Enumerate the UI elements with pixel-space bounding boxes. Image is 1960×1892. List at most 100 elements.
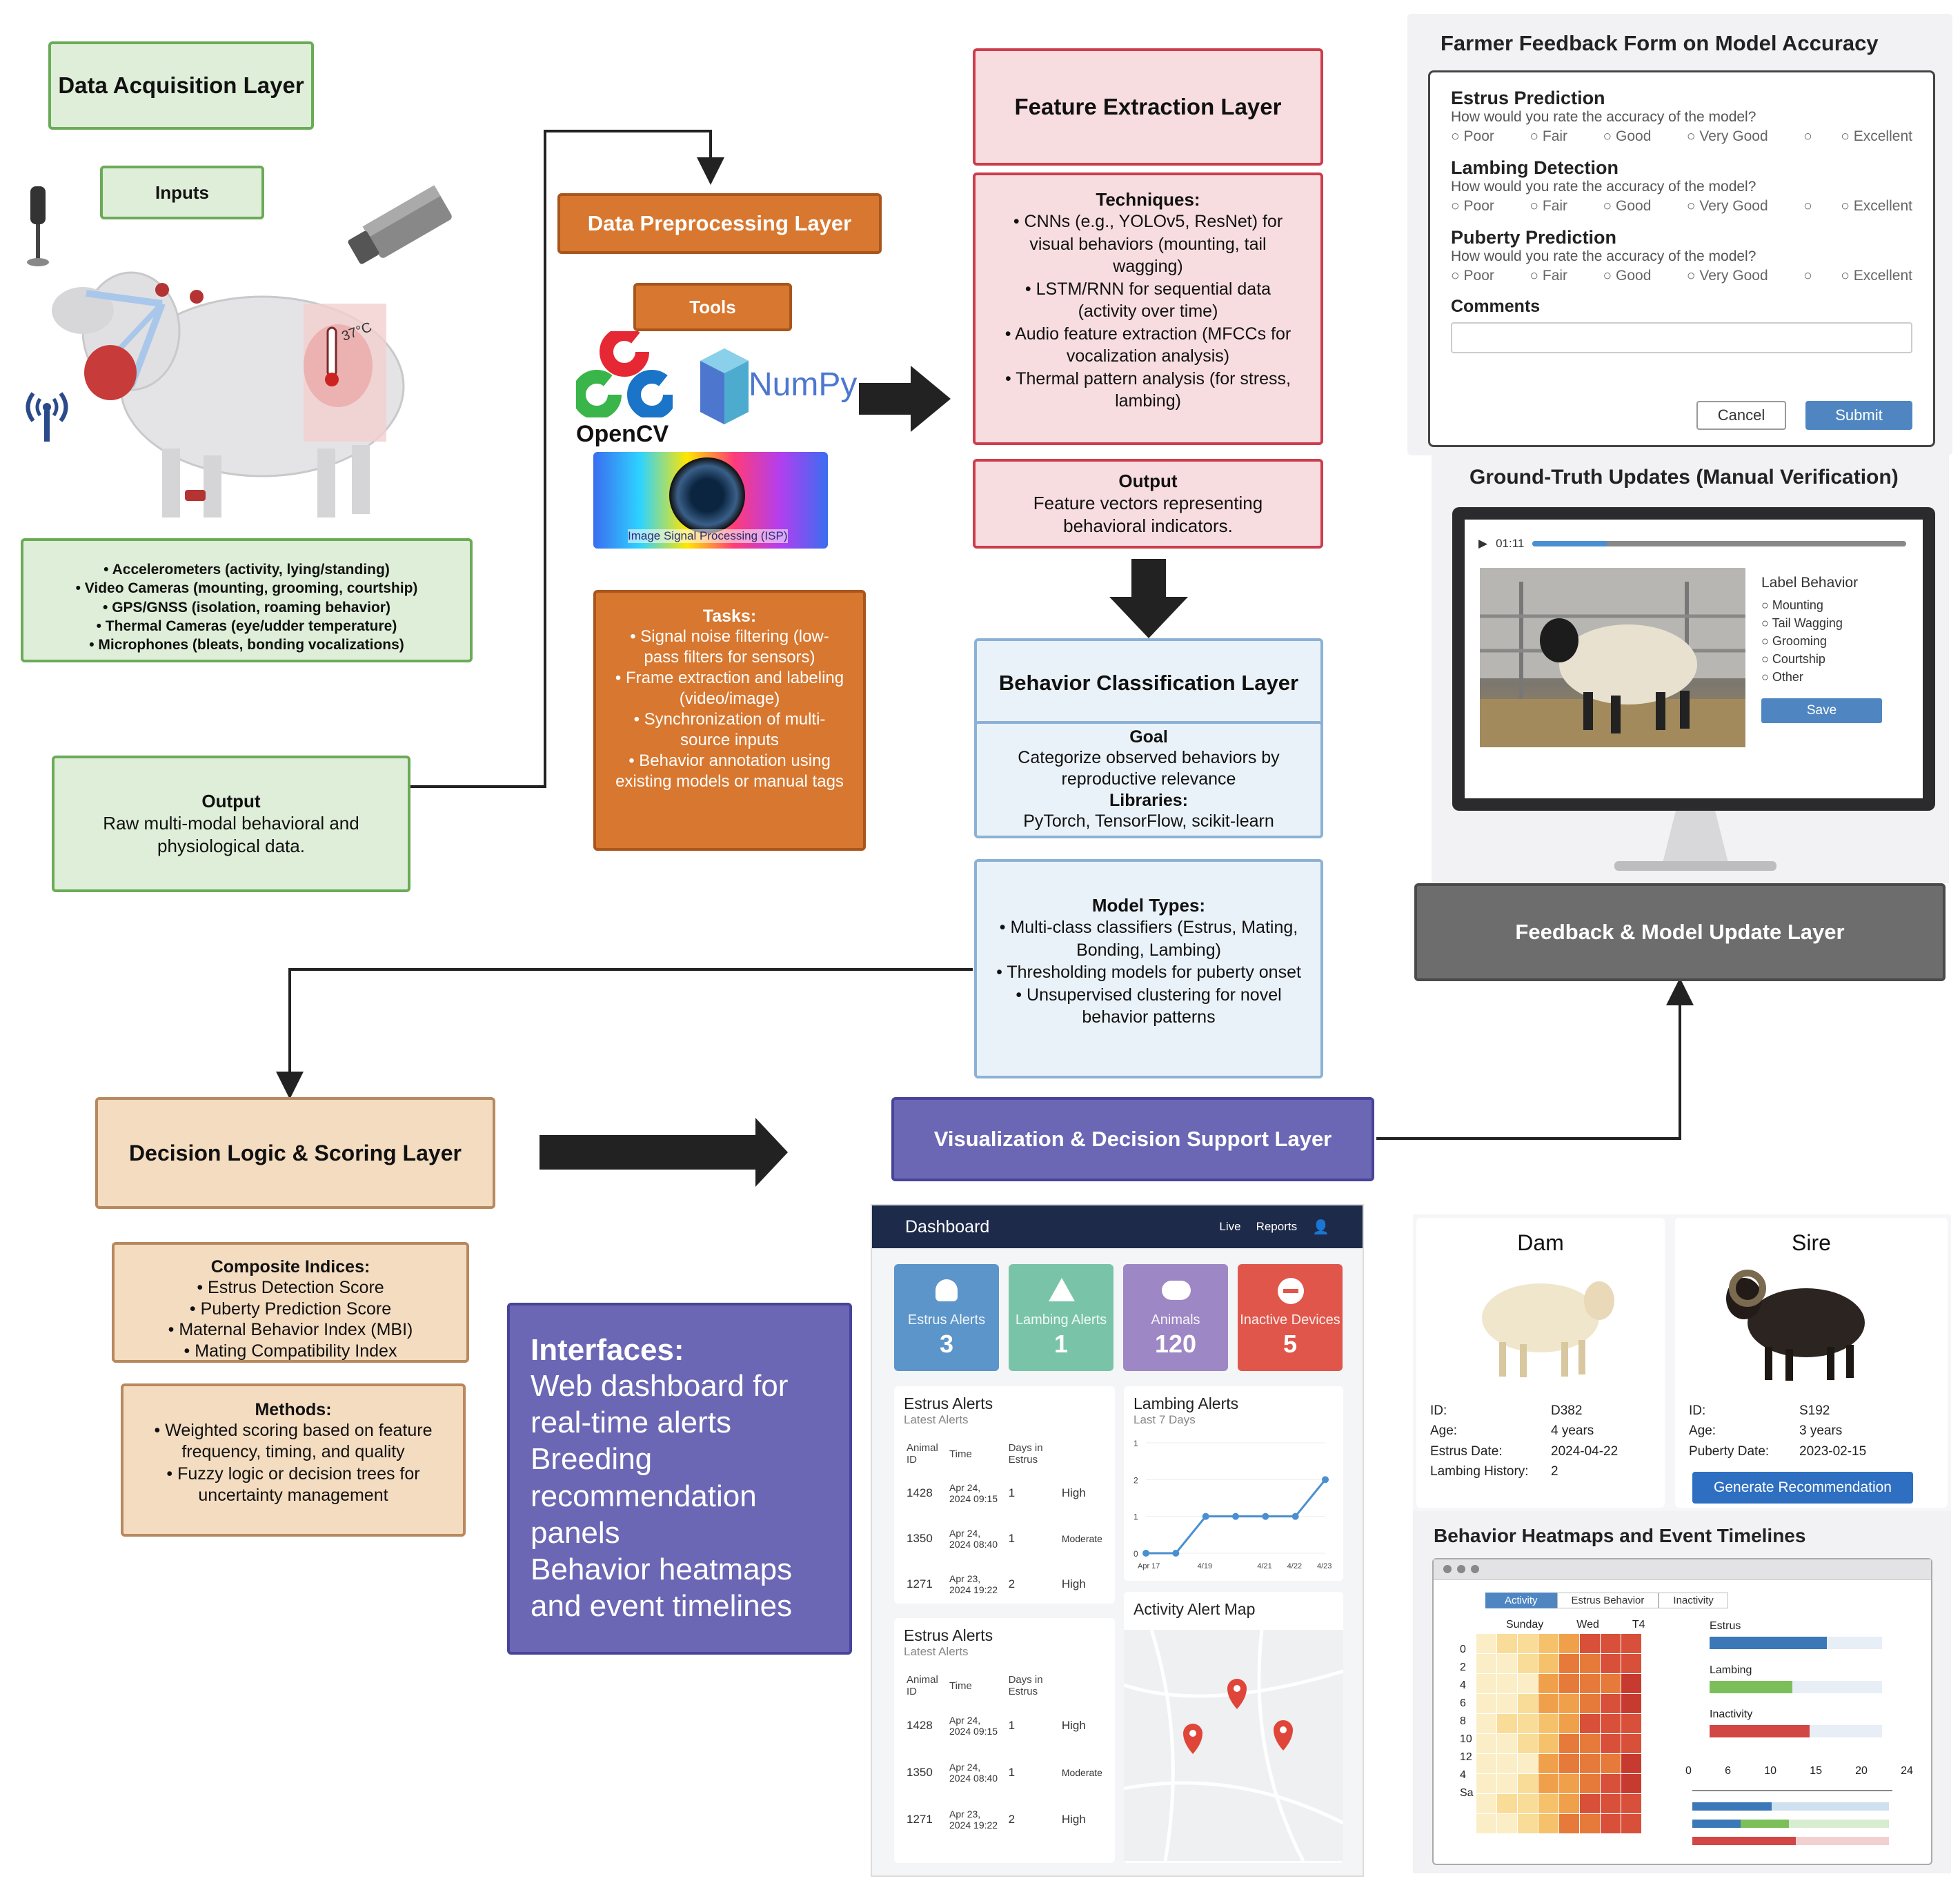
acquisition-output-title: Output xyxy=(201,791,261,811)
decision-layer: Decision Logic & Scoring Layer xyxy=(95,1097,495,1209)
fb-option-blank[interactable] xyxy=(1803,198,1812,215)
save-button[interactable]: Save xyxy=(1761,698,1882,723)
heatmap-cell xyxy=(1559,1634,1579,1653)
card-lambing-alerts[interactable]: Lambing Alerts 1 xyxy=(1009,1264,1113,1371)
label-option-text: Courtship xyxy=(1772,652,1825,666)
card-animals[interactable]: Animals 120 xyxy=(1123,1264,1228,1371)
timeline-axis: 0 6 10 15 20 24 xyxy=(1685,1765,1913,1777)
fb-rating-options[interactable]: Poor Fair Good Very Good Excellent xyxy=(1451,128,1912,145)
sheep-photo-icon xyxy=(1480,568,1745,747)
nav-live[interactable]: Live xyxy=(1219,1220,1241,1233)
x-tick-label: 4/19 xyxy=(1198,1562,1212,1570)
nav-reports[interactable]: Reports xyxy=(1256,1220,1298,1233)
fb-option-good[interactable]: Good xyxy=(1603,198,1651,215)
activity-map[interactable] xyxy=(1124,1630,1343,1861)
fb-option-very-good[interactable]: Very Good xyxy=(1687,198,1768,215)
fb-section-label: Estrus Prediction xyxy=(1451,88,1605,108)
play-icon[interactable]: ▶ xyxy=(1478,537,1488,550)
heatmap-cell xyxy=(1559,1794,1579,1813)
window-titlebar xyxy=(1434,1559,1931,1580)
event-timeline xyxy=(1692,1790,1892,1845)
task-item: Signal noise filtering (low-pass filters… xyxy=(613,627,846,668)
methods-title: Methods: xyxy=(255,1400,332,1419)
dam-fields: ID:D382 Age:4 years Estrus Date:2024-04-… xyxy=(1430,1403,1619,1479)
fb-option-good[interactable]: Good xyxy=(1603,128,1651,145)
feature-layer: Feature Extraction Layer xyxy=(973,48,1323,166)
warning-icon xyxy=(1049,1278,1075,1301)
technique-item: Thermal pattern analysis (for stress, la… xyxy=(995,368,1301,413)
heatmap-cell xyxy=(1538,1734,1558,1753)
cancel-button[interactable]: Cancel xyxy=(1696,401,1786,430)
heatmap-cell xyxy=(1538,1794,1558,1813)
legend-label: Lambing xyxy=(1710,1664,1752,1676)
label-option[interactable]: ○ Grooming xyxy=(1761,634,1827,648)
visualization-title: Visualization & Decision Support Layer xyxy=(933,1127,1332,1151)
heatmap-cell xyxy=(1601,1734,1621,1753)
tasks-list: Signal noise filtering (low-pass filters… xyxy=(596,627,863,792)
label-option[interactable]: ○ Other xyxy=(1761,670,1803,684)
heatmap-cell xyxy=(1538,1754,1558,1773)
heatmap-cell xyxy=(1601,1814,1621,1833)
tab-activity[interactable]: Activity xyxy=(1485,1593,1557,1608)
user-icon[interactable]: 👤 xyxy=(1312,1219,1329,1235)
feedback-form-panel: Farmer Feedback Form on Model Accuracy E… xyxy=(1407,14,1952,455)
label-option-text: Grooming xyxy=(1772,634,1827,648)
card-estrus-alerts[interactable]: Estrus Alerts 3 xyxy=(894,1264,999,1371)
fb-rating-options[interactable]: Poor Fair Good Very Good Excellent xyxy=(1451,268,1912,284)
card-inactive-devices[interactable]: Inactive Devices 5 xyxy=(1238,1264,1343,1371)
fb-option-good[interactable]: Good xyxy=(1603,268,1651,284)
fb-question: How would you rate the accuracy of the m… xyxy=(1451,248,1756,264)
fb-option-blank[interactable] xyxy=(1803,268,1812,284)
fb-comments-input[interactable] xyxy=(1451,322,1912,353)
feature-output-box: Output Feature vectors representing beha… xyxy=(973,459,1323,549)
model-type-item: Multi-class classifiers (Estrus, Mating,… xyxy=(994,916,1303,961)
tools-label: Tools xyxy=(689,296,736,317)
connector-acq-to-pre xyxy=(410,130,724,788)
sheep-illustration xyxy=(52,271,405,518)
tab-inactivity[interactable]: Inactivity xyxy=(1659,1593,1728,1608)
heatmap-cell xyxy=(1497,1734,1517,1753)
monitor-base xyxy=(1614,861,1776,871)
fb-rating-options[interactable]: Poor Fair Good Very Good Excellent xyxy=(1451,198,1912,215)
heatmap-cell xyxy=(1580,1774,1600,1793)
submit-button[interactable]: Submit xyxy=(1805,401,1912,430)
heatmap-cell xyxy=(1518,1774,1538,1793)
label-option-text: Tail Wagging xyxy=(1772,616,1843,630)
ground-truth-panel: Ground-Truth Updates (Manual Verificatio… xyxy=(1432,455,1949,883)
dam-card: Dam ID:D382 Age:4 years Estrus Date:2024… xyxy=(1416,1218,1665,1508)
fb-option-fair[interactable]: Fair xyxy=(1530,268,1567,284)
label-option[interactable]: ○ Tail Wagging xyxy=(1761,616,1843,630)
monitor: ▶ 01:11 xyxy=(1452,507,1935,811)
fb-option-fair[interactable]: Fair xyxy=(1530,128,1567,145)
techniques-title: Techniques: xyxy=(1096,189,1200,210)
fb-option-excellent[interactable]: Excellent xyxy=(1841,268,1912,284)
sensors-box: Accelerometers (activity, lying/standing… xyxy=(21,538,473,662)
fb-option-fair[interactable]: Fair xyxy=(1530,198,1567,215)
fb-option-excellent[interactable]: Excellent xyxy=(1841,128,1912,145)
monitor-screen: ▶ 01:11 xyxy=(1465,520,1923,798)
fb-option-poor[interactable]: Poor xyxy=(1451,268,1494,284)
fb-option-blank[interactable] xyxy=(1803,128,1812,145)
fb-option-very-good[interactable]: Very Good xyxy=(1687,268,1768,284)
video-progress[interactable] xyxy=(1532,541,1906,546)
fb-option-very-good[interactable]: Very Good xyxy=(1687,128,1768,145)
fb-option-poor[interactable]: Poor xyxy=(1451,198,1494,215)
numpy-cube-icon xyxy=(700,348,749,424)
generate-recommendation-button[interactable]: Generate Recommendation xyxy=(1692,1472,1913,1504)
technique-item: CNNs (e.g., YOLOv5, ResNet) for visual b… xyxy=(995,210,1301,278)
fb-option-poor[interactable]: Poor xyxy=(1451,128,1494,145)
label-option[interactable]: ○ Courtship xyxy=(1761,652,1825,666)
fb-section-estrus: Estrus Prediction How would you rate the… xyxy=(1451,88,1912,145)
tab-estrus-behavior[interactable]: Estrus Behavior xyxy=(1556,1593,1659,1608)
fb-option-excellent[interactable]: Excellent xyxy=(1841,198,1912,215)
label-option[interactable]: ○ Mounting xyxy=(1761,598,1823,612)
label-behavior-title: Label Behavior xyxy=(1761,575,1859,591)
